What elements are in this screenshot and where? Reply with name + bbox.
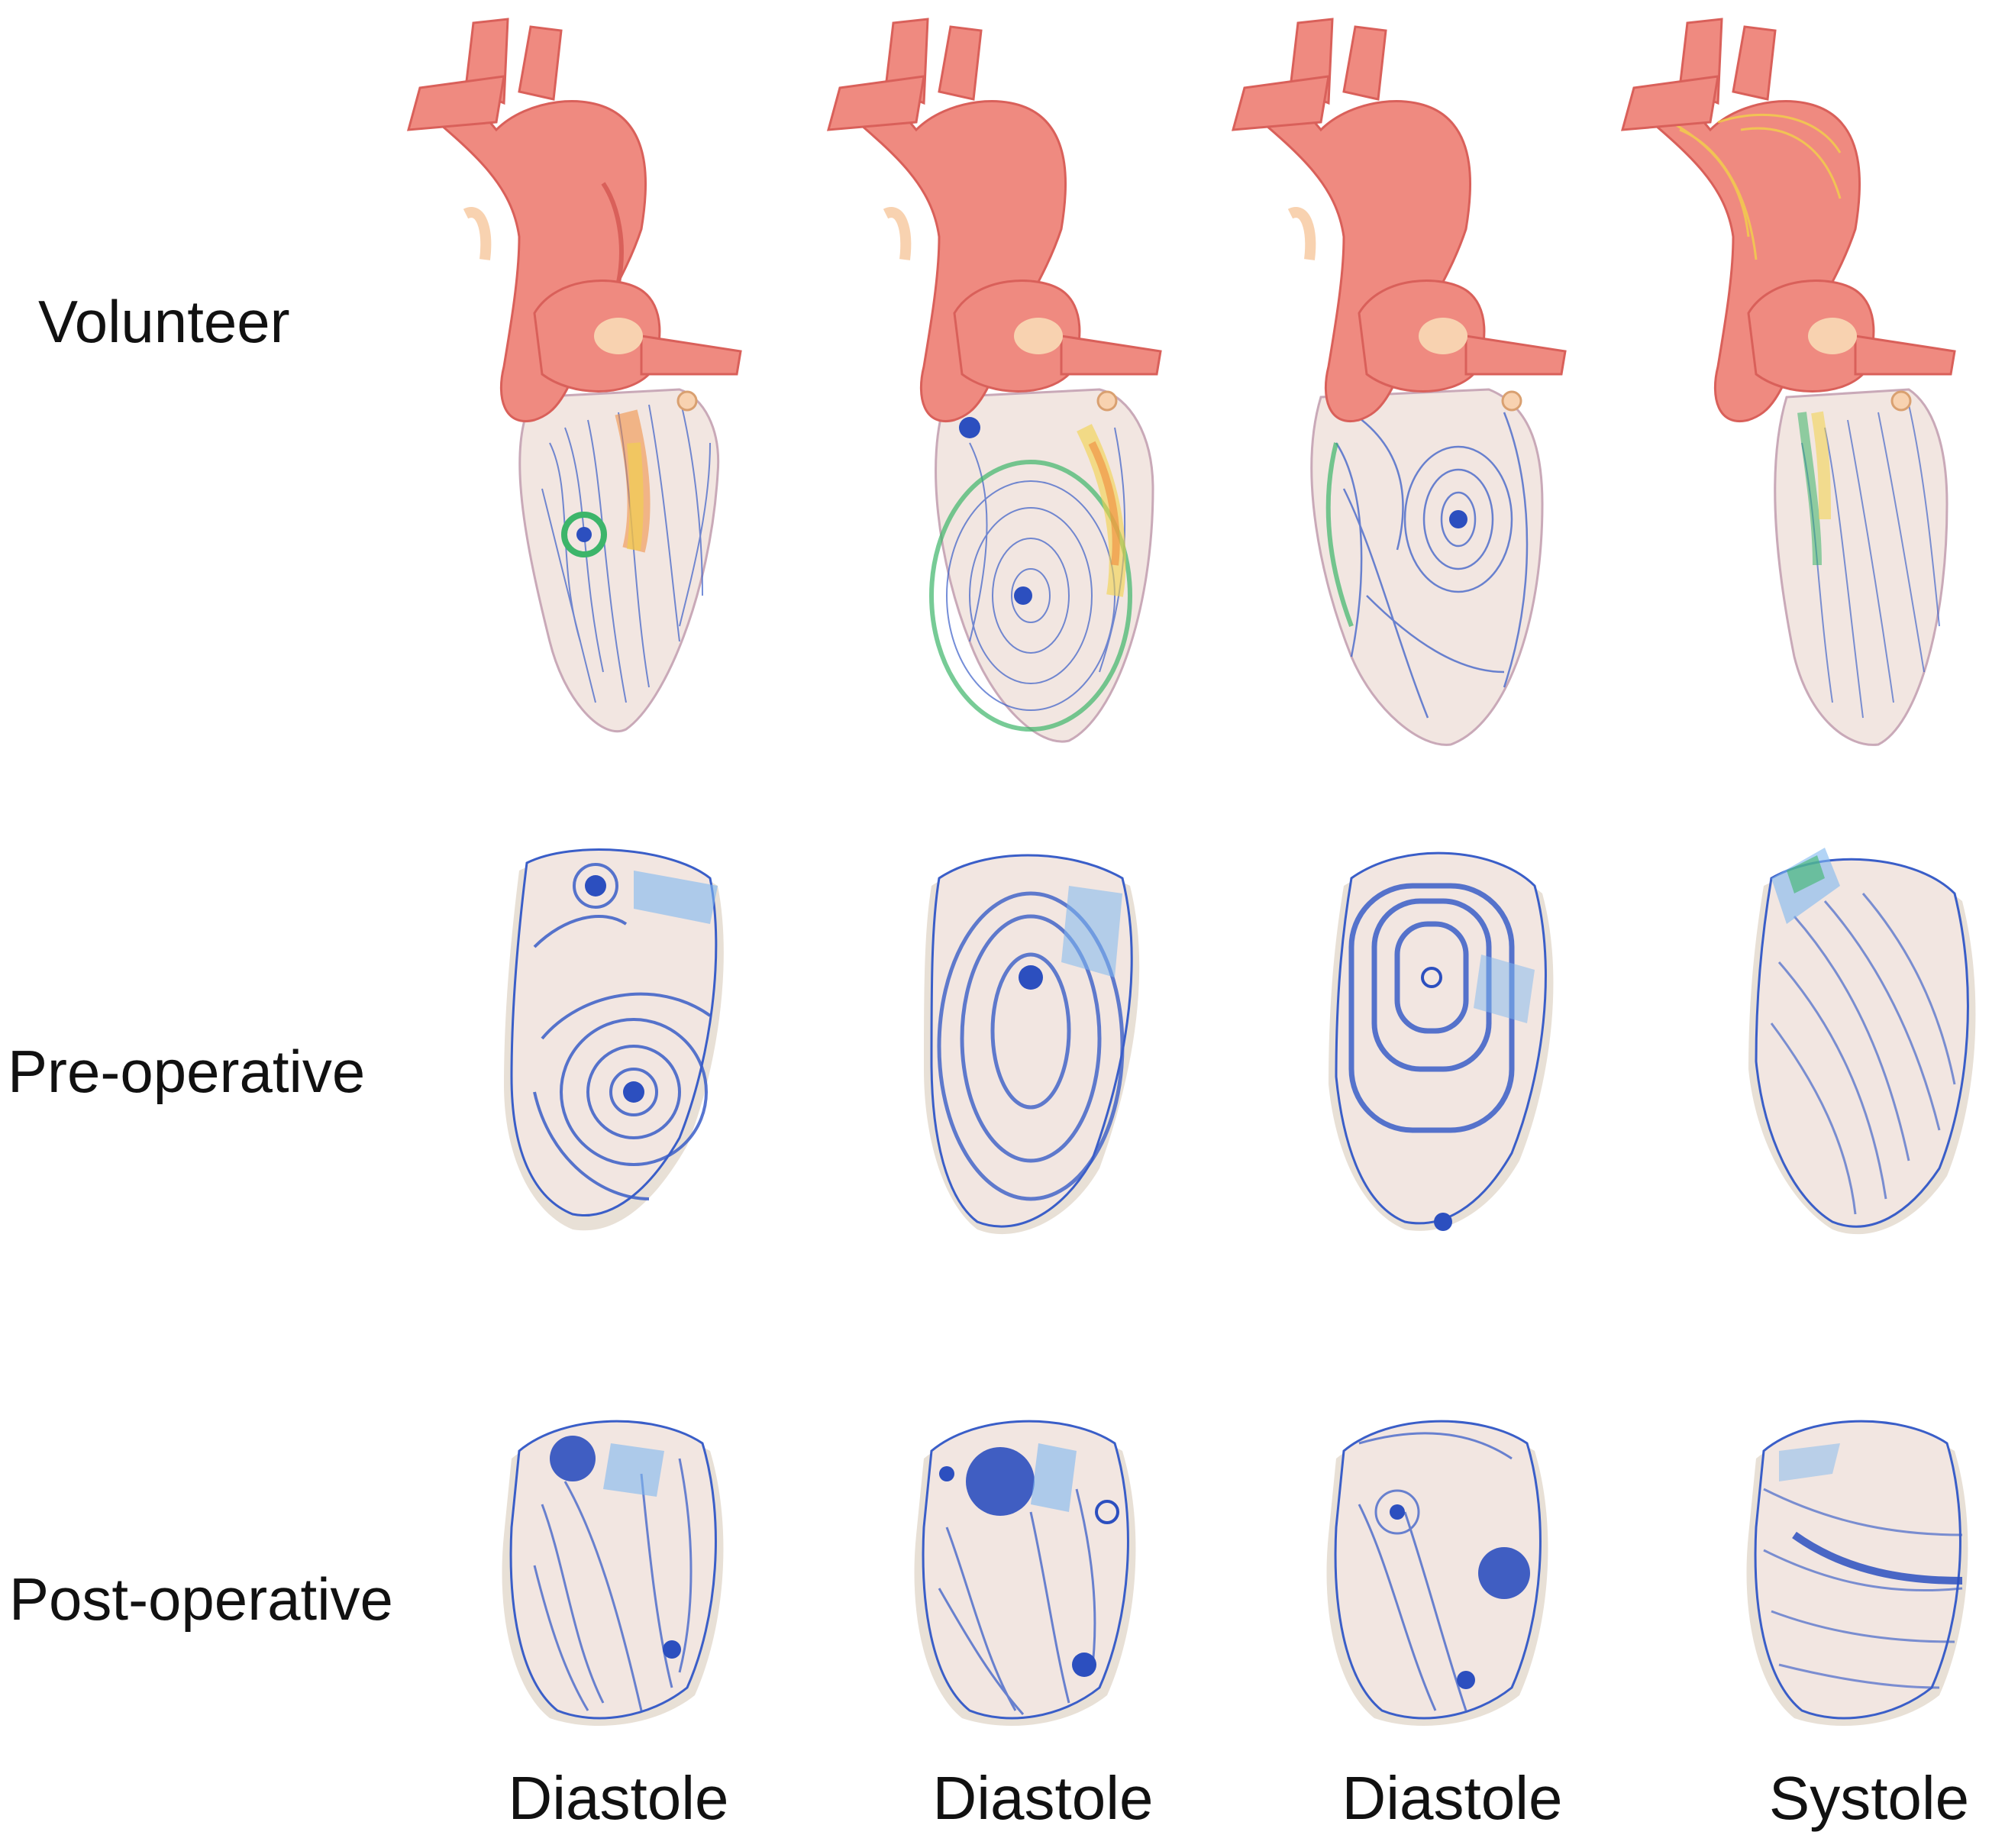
heart-aorta-illustration — [826, 18, 1162, 743]
streamline-vortex-icon — [1748, 848, 1976, 1235]
post-operative-panel-diastole-1 — [489, 1413, 748, 1733]
post-operative-panel-diastole-2 — [901, 1413, 1161, 1733]
column-label-diastole-2: Diastole — [932, 1764, 1154, 1832]
row-label-pre-operative: Pre-operative — [8, 1038, 366, 1105]
row-label-volunteer: Volunteer — [38, 288, 290, 355]
column-label-systole: Systole — [1768, 1764, 1970, 1832]
streamline-vortex-icon — [1746, 1420, 1968, 1726]
pre-operative-panel-diastole-2 — [901, 840, 1161, 1252]
heart-aorta-illustration — [406, 18, 742, 733]
streamline-vortex-icon — [1329, 851, 1554, 1231]
pre-operative-panel-diastole-3 — [1313, 840, 1573, 1252]
volunteer-panel-diastole-1 — [374, 15, 771, 748]
streamline-vortex-icon — [1326, 1420, 1548, 1726]
streamline-vortex-icon — [924, 854, 1140, 1235]
row-label-post-operative: Post-operative — [9, 1565, 393, 1633]
volunteer-panel-systole — [1588, 15, 1985, 748]
volunteer-panel-diastole-3 — [1199, 15, 1596, 748]
pre-operative-panel-diastole-1 — [489, 840, 748, 1252]
heart-aorta-illustration — [1231, 18, 1567, 746]
column-label-diastole-3: Diastole — [1342, 1764, 1563, 1832]
post-operative-panel-diastole-3 — [1313, 1413, 1573, 1733]
column-label-diastole-1: Diastole — [508, 1764, 729, 1832]
pre-operative-panel-systole — [1733, 840, 1993, 1252]
volunteer-panel-diastole-2 — [794, 15, 1191, 748]
streamline-vortex-icon — [504, 848, 724, 1231]
heart-aorta-illustration — [1620, 18, 1956, 746]
streamline-vortex-icon — [502, 1420, 724, 1726]
post-operative-panel-systole — [1733, 1413, 1993, 1733]
streamline-vortex-icon — [914, 1420, 1136, 1726]
